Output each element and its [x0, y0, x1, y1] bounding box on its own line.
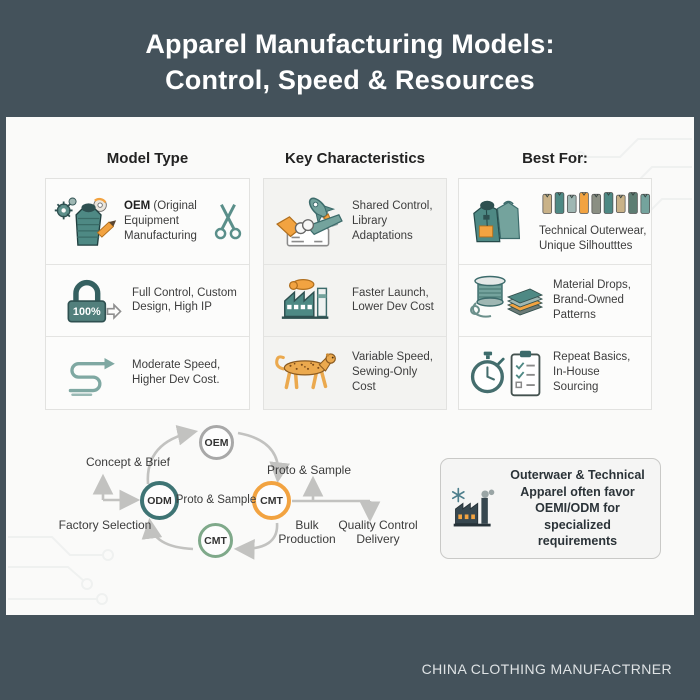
table-row: 100% Full Control, Custom Design, High I…	[46, 265, 249, 337]
factory-icon	[271, 275, 345, 325]
flow-label-proto-sample-center: Proto & Sample	[175, 494, 257, 506]
brand-name: CHINA CLOTHING MANUFACTRNER	[421, 661, 672, 677]
flow-label-factory-selection: Factory Selection	[58, 518, 152, 532]
process-flow-diagram: OEM ODM CMT CMT Concept & Brief Factory …	[40, 420, 440, 588]
oem-bold-label: OEM	[124, 200, 151, 213]
flow-arrows	[92, 425, 381, 560]
cheetah-icon	[271, 351, 345, 395]
callout-text: Outerwaer & Technical Apparel often favo…	[510, 468, 645, 548]
flow-label-concept-brief: Concept & Brief	[85, 455, 171, 469]
flow-node-cmt-bottom: CMT	[198, 523, 233, 558]
row-text: Moderate Speed, Higher Dev Cost.	[132, 358, 221, 386]
key-characteristics-card: Shared Control, Library Adaptations Fast…	[263, 178, 447, 410]
table-row: Shared Control, Library Adaptations	[264, 179, 446, 266]
table-row: Technical Outerwear, Unique Silhoutttes	[459, 179, 651, 266]
column-header-model-type: Model Type	[106, 150, 189, 167]
row-text: Variable Speed, Sewing-Only Cost	[352, 351, 433, 394]
column-header-key-characteristics: Key Characteristics	[284, 150, 426, 167]
callout-note: Outerwaer & Technical Apparel often favo…	[440, 458, 661, 559]
lock-100-icon: 100%	[53, 275, 125, 325]
flow-label-proto-sample-right: Proto & Sample	[266, 463, 352, 477]
table-row: Material Drops, Brand-Owned Patterns	[459, 265, 651, 337]
handshake-rocket-icon	[271, 192, 345, 252]
table-row: OEM (Original Equipment Manufacturing	[46, 179, 249, 266]
title-line-2: Control, Speed & Resources	[165, 65, 535, 95]
oem-jacket-tools-icon	[53, 194, 117, 250]
row-text: OEM (Original Equipment Manufacturing	[124, 199, 214, 244]
winding-arrow-icon	[53, 349, 125, 397]
row-text: Material Drops, Brand-Owned Patterns	[553, 279, 631, 321]
column-header-best-for: Best For:	[522, 150, 588, 167]
oem-rest-label: (Original Equipment Manufacturing	[124, 200, 197, 243]
stopwatch-checklist-icon	[466, 345, 546, 401]
page-title: Apparel Manufacturing Models: Control, S…	[0, 26, 700, 98]
flow-node-odm: ODM	[140, 481, 179, 520]
row-text: Full Control, Custom Design, High IP	[132, 286, 237, 314]
flow-node-oem: OEM	[199, 425, 234, 460]
winter-factory-icon	[450, 486, 498, 530]
jacket-lineup-icon	[539, 189, 657, 222]
title-line-1: Apparel Manufacturing Models:	[145, 29, 555, 59]
row-text: Technical Outerwear, Unique Silhoutttes	[539, 225, 647, 253]
flow-label-quality-control: Quality Control Delivery	[338, 518, 418, 547]
table-row: Repeat Basics, In-House Sourcing	[459, 337, 651, 409]
table-row: Faster Launch, Lower Dev Cost	[264, 265, 446, 337]
table-row: Variable Speed, Sewing-Only Cost	[264, 337, 446, 409]
table-row: Moderate Speed, Higher Dev Cost.	[46, 337, 249, 409]
row-text-stack: Technical Outerwear, Unique Silhoutttes	[539, 189, 657, 254]
thread-fabric-icon	[466, 273, 546, 327]
best-for-card: Technical Outerwear, Unique Silhoutttes	[458, 178, 652, 410]
flow-label-bulk-production: Bulk Production	[278, 518, 336, 547]
technical-jackets-icon	[466, 191, 532, 253]
circuit-pattern-decoration	[8, 536, 114, 605]
row-text: Repeat Basics, In-House Sourcing	[553, 351, 631, 394]
model-type-card: OEM (Original Equipment Manufacturing	[45, 178, 250, 410]
row-text: Shared Control, Library Adaptations	[352, 200, 433, 243]
lock-percentage-badge: 100%	[73, 307, 101, 319]
flow-node-cmt-right: CMT	[252, 481, 291, 520]
scissors-icon	[214, 200, 242, 244]
row-text: Faster Launch, Lower Dev Cost	[352, 286, 434, 314]
